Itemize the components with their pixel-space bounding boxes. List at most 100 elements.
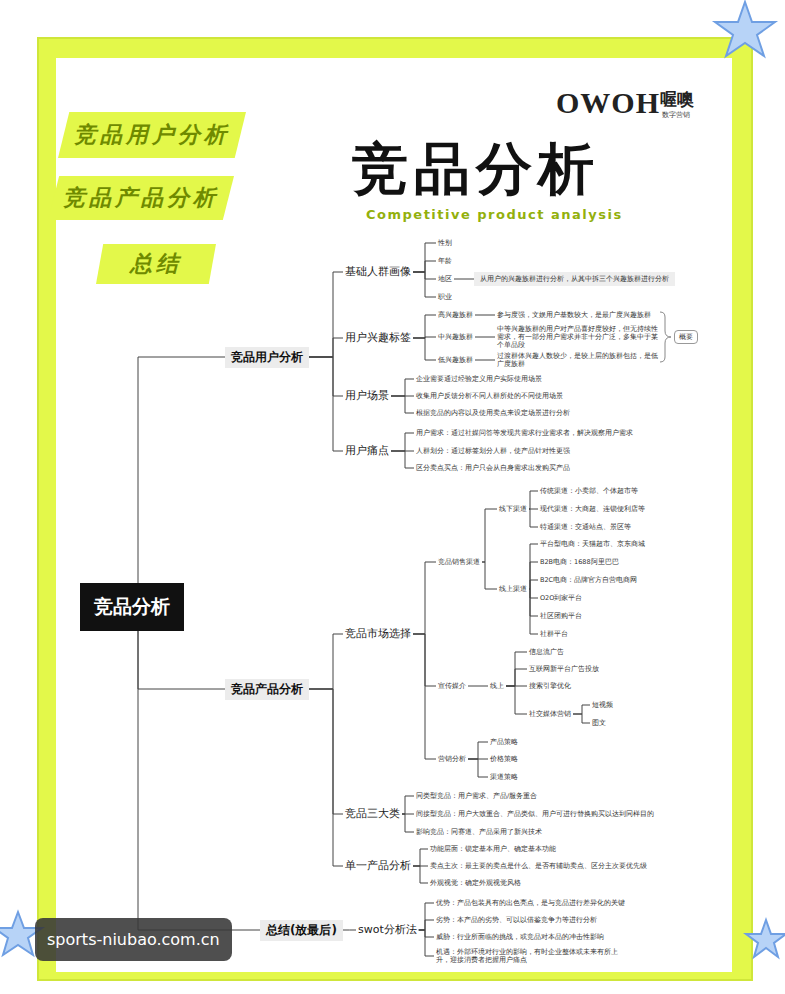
connector [309,689,343,814]
summary-tag: 概要 [674,330,698,344]
connector [309,272,343,357]
node-text: B2C电商：品牌官方自营电商网 [540,576,637,584]
topic-node: swot分析法 [356,922,419,938]
topic-node: 基础人群画像 [343,264,413,280]
star-decoration [715,2,775,56]
leaf-node: 社交媒体营销 [527,709,573,719]
node-text: 竞品销售渠道 [438,558,480,566]
node-text: 从用户的兴趣族群进行分析，从其中拆三个兴趣族群进行分析 [480,275,669,283]
node-text: 过渡群体兴趣人数较少，是较上层的族群包括，是低广度族群 [497,352,658,368]
leaf-node: B2C电商：品牌官方自营电商网 [538,575,639,585]
connector [309,357,343,396]
node-text: 平台型电商：天猫超市、京东商城 [540,540,645,548]
connector [391,433,414,451]
topic-node: 单一产品分析 [343,858,413,874]
node-text: 低兴趣族群 [438,356,473,364]
node-text: 产品策略 [490,738,518,746]
connector [138,357,225,583]
node-text: 宣传媒介 [438,682,466,690]
leaf-node: 地区 [436,274,454,284]
connector [413,634,436,759]
leaf-node: 区分卖点买点：用户只会从自身需求出发购买产品 [414,463,572,473]
leaf-node: 现代渠道：大商超、连锁便利店等 [538,504,647,514]
connector [391,379,414,396]
connector [309,338,343,357]
subtitle: Competitive product analysis [366,207,623,222]
node-text: 劣势：本产品的劣势、可以以借鉴竞争力等进行分析 [436,916,597,924]
leaf-node: 平台型电商：天猫超市、京东商城 [538,539,647,549]
node-text: 卖点主次：最主要的卖点是什么、是否有辅助卖点、区分主次要优先级 [430,862,647,870]
node-text: 社群平台 [540,630,568,638]
node-text: 概要 [679,333,693,341]
leaf-node: 传统渠道：小卖部、个体超市等 [538,486,640,496]
node-text: 地区 [438,275,452,283]
leaf-node: 图文 [590,718,608,728]
tab-banner: 竞品产品分析 [48,176,234,220]
node-text: 威胁：行业所面临的挑战，或竞品对本品的冲击性影响 [436,933,604,941]
leaf-node: 用户需求：通过社媒问答等发现共需求行业需求者，解决观察用户需求 [414,428,635,438]
leaf-node: 中兴趣族群 [436,332,475,342]
topic-node: 用户痛点 [343,443,391,459]
connector [506,652,527,686]
node-text: 根据竞品的内容以及使用卖点来设定场景进行分析 [416,409,570,417]
white-panel [56,58,732,972]
node-text: 总结(放最后) [266,923,337,938]
connector [482,509,497,562]
node-text: 性别 [438,239,452,247]
node-text: 中等兴趣族群的用户对产品喜好度较好，但无持续性需求，有一部分用户需求并非十分广泛… [497,325,658,349]
connector [529,580,538,589]
node-text: 用户场景 [345,389,389,403]
connector [413,272,436,297]
leaf-node: 线上 [488,681,506,691]
connector [475,315,495,316]
leaf-node: 同类型竞品：用户需求、产品/服务重合 [414,791,539,801]
node-text: 信息流广告 [529,648,564,656]
leaf-node: 特通渠道：交通站点、景区等 [538,522,633,532]
topic-node: 用户场景 [343,388,391,404]
leaf-node: 间接型竞品：用户大致重合、产品类似、用户可进行替换购买以达到同样目的 [414,809,656,819]
connector [413,315,436,338]
leaf-node: 外观视觉：确定外观视觉风格 [428,878,523,888]
leaf-node: 渠道策略 [488,772,520,782]
leaf-node: 宣传媒介 [436,681,468,691]
connector [419,930,434,956]
node-text: 线上 [490,682,504,690]
logo-cn: 喔噢 [660,88,694,111]
node-text: 基础人群画像 [345,265,411,279]
connector [573,714,590,723]
topic-node: 竞品市场选择 [343,626,413,642]
leaf-node: 收集用户反馈分析不同人群所处的不同使用场景 [414,391,565,401]
branch-node: 竞品产品分析 [225,679,309,700]
connector [482,562,497,589]
leaf-node: 中等兴趣族群的用户对产品喜好度较好，但无持续性需求，有一部分用户需求并非十分广泛… [495,324,660,350]
branch-node: 总结(放最后) [260,920,343,941]
connector [343,930,356,931]
node-text: 参与度强，文娱用户基数较大，是最广度兴趣族群 [497,311,651,319]
node-text: 中兴趣族群 [438,333,473,341]
logo-text: OWOH [556,86,660,120]
connector [468,759,488,777]
node-text: 竞品分析 [94,595,170,619]
tab-banner: 竞品用户分析 [58,112,246,158]
node-text: 竞品用户分析 [74,121,230,149]
leaf-node: 功能层面：锁定基本用户、确定基本功能 [428,844,558,854]
node-text: 区分卖点买点：用户只会从自身需求出发购买产品 [416,464,570,472]
node-text: 竞品产品分析 [231,682,303,697]
topic-node: 竞品三大类 [343,806,402,822]
leaf-node: 社区团购平台 [538,611,584,621]
node-text: 短视频 [592,701,613,709]
node-text: 影响竞品：同赛道、产品采用了新兴技术 [416,828,542,836]
connector [506,686,527,714]
node-text: 搜索引擎优化 [529,682,571,690]
tab-banner: 总结 [96,244,216,284]
node-text: 年龄 [438,257,452,265]
node-text: 同类型竞品：用户需求、产品/服务重合 [416,792,537,800]
leaf-node: 搜索引擎优化 [527,681,573,691]
node-text: 间接型竞品：用户大致重合、产品类似、用户可进行替换购买以达到同样目的 [416,810,654,818]
leaf-node: 线上渠道 [497,584,529,594]
node-text: B2B电商：1688阿里巴巴 [540,558,619,566]
leaf-node: 劣势：本产品的劣势、可以以借鉴竞争力等进行分析 [434,915,599,925]
node-text: swot分析法 [358,923,417,937]
node-text: 用户需求：通过社媒问答等发现共需求行业需求者，解决观察用户需求 [416,429,633,437]
